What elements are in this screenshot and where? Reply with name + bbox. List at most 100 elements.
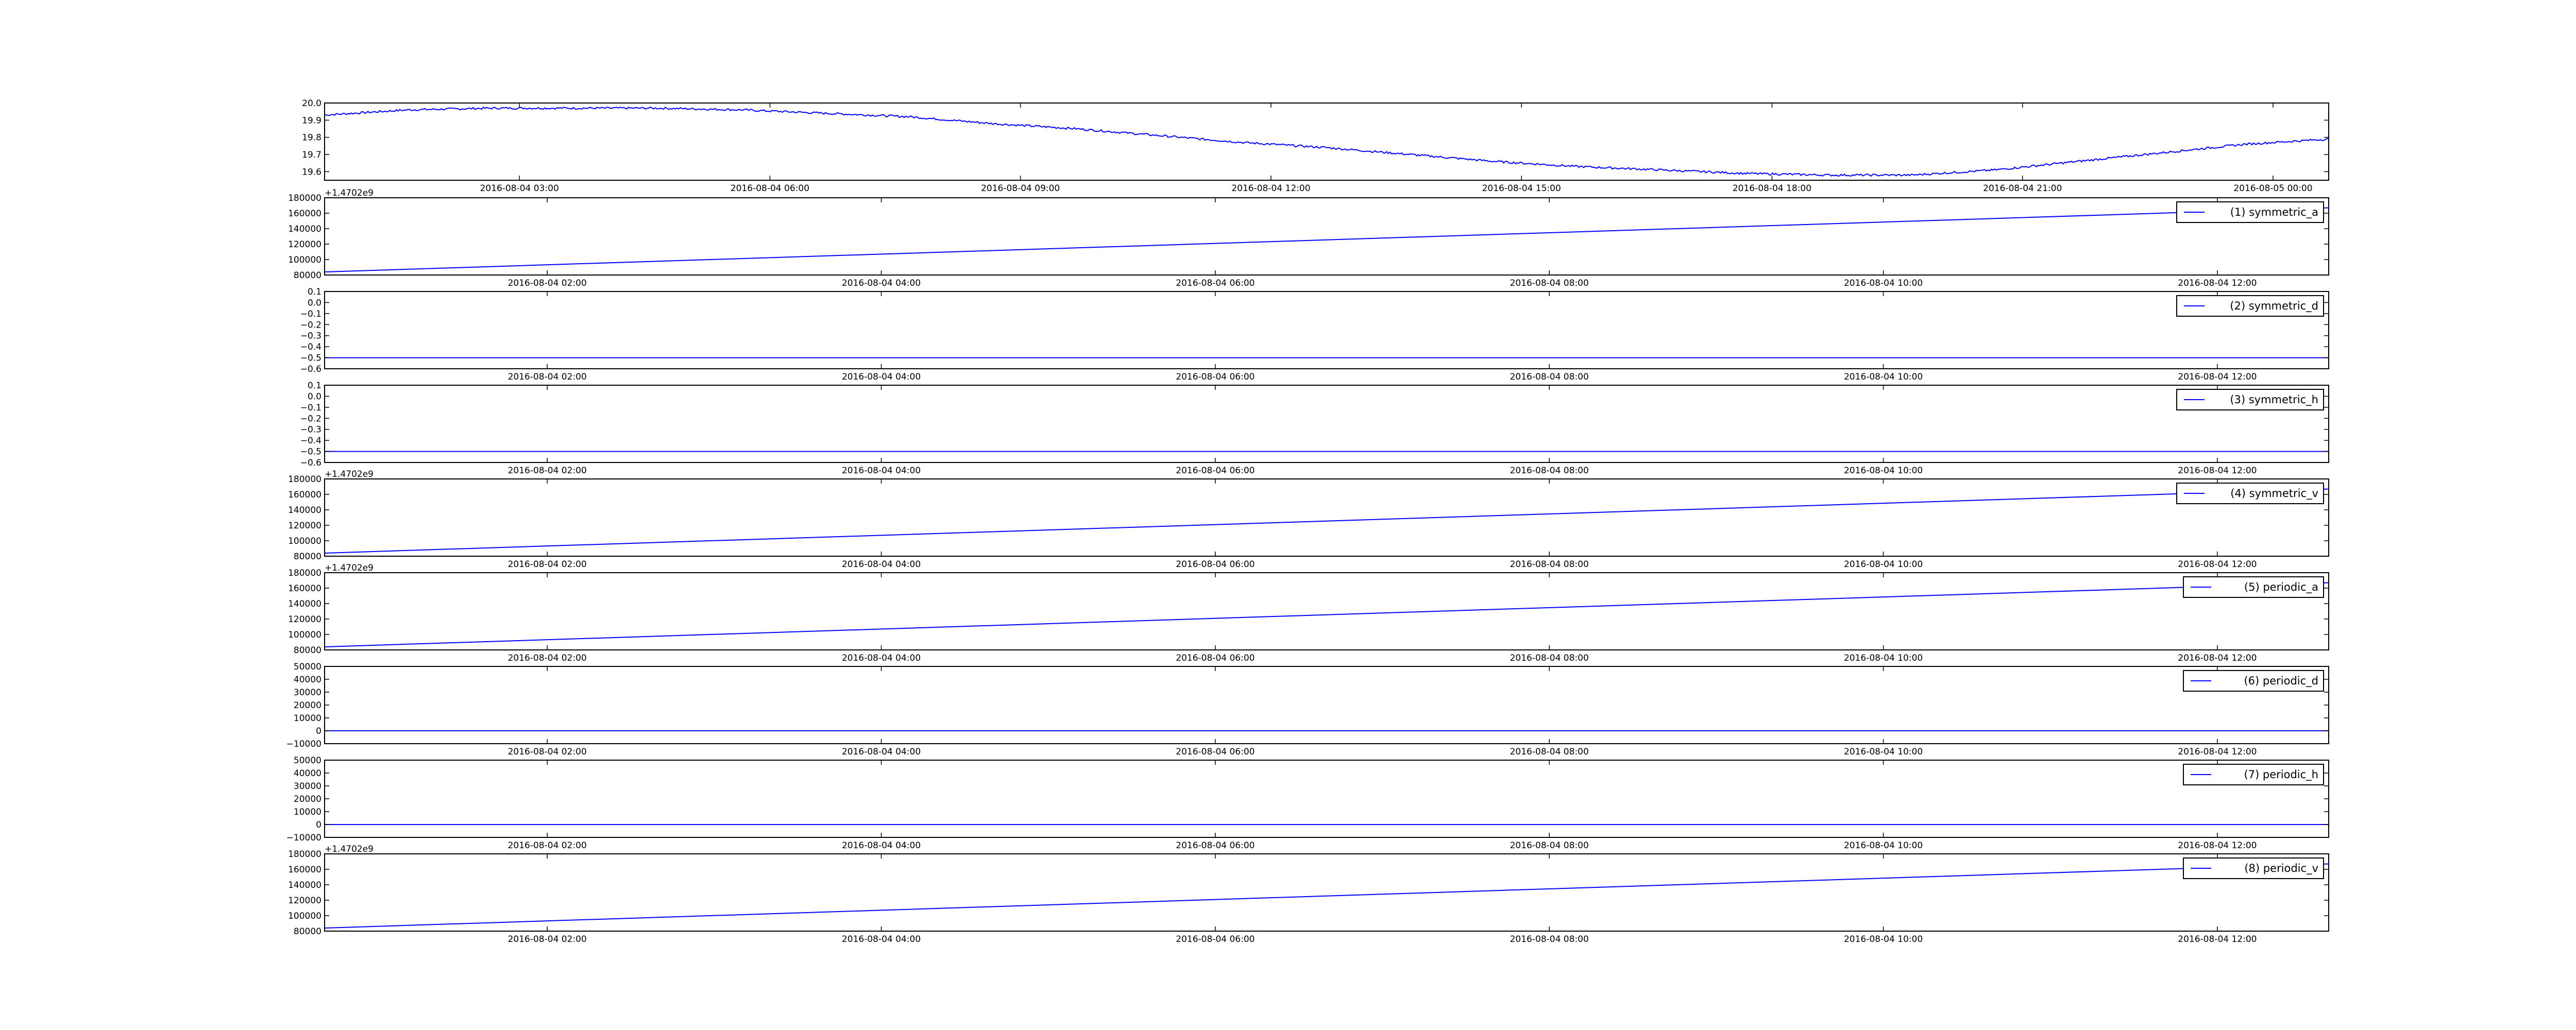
y-tick-label: 100000	[288, 255, 321, 265]
y-tick-label: 180000	[288, 849, 321, 860]
x-tick-label: 2016-08-04 12:00	[2178, 372, 2257, 382]
series-line-9	[324, 863, 2329, 929]
x-tick-label: 2016-08-04 10:00	[1844, 653, 1923, 663]
x-tick-label: 2016-08-04 12:00	[2178, 934, 2257, 945]
panel-8: −10000010000200003000040000500002016-08-…	[286, 756, 2329, 851]
y-tick-label: 100000	[288, 630, 321, 640]
x-tick-label: 2016-08-04 18:00	[1733, 183, 1811, 194]
y-tick-label: 19.9	[302, 115, 321, 126]
legend-label: (5) periodic_a	[2244, 581, 2318, 594]
x-tick-label: 2016-08-04 09:00	[981, 183, 1060, 194]
x-tick-label: 2016-08-04 04:00	[842, 840, 921, 851]
x-tick-label: 2016-08-04 06:00	[1176, 934, 1255, 945]
x-tick-label: 2016-08-04 04:00	[842, 559, 921, 570]
series-line-5	[324, 488, 2329, 554]
y-tick-label: −10000	[286, 833, 321, 843]
panel-3: −0.6−0.5−0.4−0.3−0.2−0.10.00.12016-08-04…	[300, 287, 2329, 382]
y-tick-label: 80000	[294, 552, 321, 562]
x-tick-label: 2016-08-04 10:00	[1844, 747, 1923, 757]
y-tick-label: 20000	[294, 794, 321, 804]
x-tick-label: 2016-08-04 06:00	[1176, 466, 1255, 476]
x-tick-label: 2016-08-04 08:00	[1510, 278, 1589, 288]
y-tick-label: −0.4	[300, 342, 321, 352]
y-tick-label: 140000	[288, 224, 321, 234]
x-tick-label: 2016-08-04 02:00	[508, 278, 587, 288]
x-tick-label: 2016-08-04 12:00	[2178, 840, 2257, 851]
panel-2: 80000 100000 120000 140000 160000 180000 2016-…	[288, 188, 2329, 288]
y-tick-label: 0.0	[308, 391, 321, 402]
y-tick-label: 30000	[294, 781, 321, 792]
y-tick-label: 140000	[288, 599, 321, 609]
plot-frame	[324, 853, 2329, 932]
y-tick-label: −10000	[286, 739, 321, 749]
x-tick-label: 2016-08-04 08:00	[1510, 747, 1589, 757]
y-tick-label: −0.2	[300, 414, 321, 424]
x-tick-label: 2016-08-04 12:00	[2178, 747, 2257, 757]
y-tick-label: 0.1	[308, 287, 321, 297]
y-tick-label: −0.6	[300, 458, 321, 468]
y-tick-label: 120000	[288, 239, 321, 250]
y-tick-label: −0.1	[300, 403, 321, 413]
y-tick-label: 160000	[288, 865, 321, 875]
y-tick-label: −0.2	[300, 320, 321, 330]
x-tick-label: 2016-08-04 02:00	[508, 840, 587, 851]
x-tick-label: 2016-08-04 03:00	[480, 183, 559, 194]
y-tick-label: 180000	[288, 193, 321, 203]
x-tick-label: 2016-08-04 06:00	[1176, 559, 1255, 570]
plot-frame	[324, 385, 2329, 463]
x-tick-label: 2016-08-04 10:00	[1844, 934, 1923, 945]
legend-box	[2176, 389, 2324, 410]
panel-7: −10000010000200003000040000500002016-08-…	[286, 662, 2329, 757]
y-tick-label: 80000	[294, 270, 321, 281]
y-tick-label: 50000	[294, 756, 321, 766]
x-tick-label: 2016-08-04 21:00	[1983, 183, 2062, 194]
y-tick-label: 20000	[294, 700, 321, 711]
x-tick-label: 2016-08-04 04:00	[842, 278, 921, 288]
x-tick-label: 2016-08-04 08:00	[1510, 559, 1589, 570]
x-tick-label: 2016-08-04 06:00	[1176, 653, 1255, 663]
x-tick-label: 2016-08-04 10:00	[1844, 466, 1923, 476]
y-tick-label: 180000	[288, 474, 321, 485]
x-tick-label: 2016-08-04 04:00	[842, 653, 921, 663]
y-tick-label: 100000	[288, 911, 321, 921]
x-tick-label: 2016-08-04 04:00	[842, 934, 921, 945]
legend-label: (4) symmetric_v	[2230, 487, 2318, 500]
x-tick-label: 2016-08-04 12:00	[2178, 466, 2257, 476]
y-tick-label: −0.3	[300, 331, 321, 341]
y-tick-label: −0.5	[300, 447, 321, 457]
x-offset-label: +1.4702e9	[325, 188, 374, 198]
x-tick-label: 2016-08-04 06:00	[731, 183, 809, 194]
panel-6: 80000 100000 120000 140000 160000 180000 2016-…	[288, 563, 2329, 663]
y-tick-label: 80000	[294, 645, 321, 656]
y-tick-label: 10000	[294, 713, 321, 724]
x-tick-label: 2016-08-04 15:00	[1482, 183, 1561, 194]
x-tick-label: 2016-08-04 12:00	[2178, 278, 2257, 288]
plot-frame	[324, 102, 2329, 181]
y-tick-label: 160000	[288, 209, 321, 219]
y-tick-label: 160000	[288, 583, 321, 594]
x-tick-label: 2016-08-04 12:00	[2178, 559, 2257, 570]
y-tick-label: −0.5	[300, 353, 321, 364]
x-tick-label: 2016-08-04 02:00	[508, 653, 587, 663]
y-tick-label: 30000	[294, 688, 321, 698]
y-tick-label: 10000	[294, 807, 321, 817]
x-tick-label: 2016-08-04 08:00	[1510, 934, 1589, 945]
x-tick-label: 2016-08-04 08:00	[1510, 466, 1589, 476]
x-tick-label: 2016-08-04 12:00	[2178, 653, 2257, 663]
x-tick-label: 2016-08-04 04:00	[842, 747, 921, 757]
y-tick-label: 19.6	[302, 167, 321, 177]
y-tick-label: 120000	[288, 896, 321, 906]
y-tick-label: 120000	[288, 614, 321, 625]
x-tick-label: 2016-08-04 04:00	[842, 372, 921, 382]
plot-frame	[324, 478, 2329, 557]
x-tick-label: 2016-08-04 06:00	[1176, 747, 1255, 757]
y-tick-label: 50000	[294, 662, 321, 672]
x-tick-label: 2016-08-04 02:00	[508, 466, 587, 476]
y-tick-label: 100000	[288, 536, 321, 546]
x-tick-label: 2016-08-04 10:00	[1844, 840, 1923, 851]
x-offset-label: +1.4702e9	[325, 469, 374, 479]
y-tick-label: 180000	[288, 568, 321, 578]
x-tick-label: 2016-08-04 06:00	[1176, 278, 1255, 288]
